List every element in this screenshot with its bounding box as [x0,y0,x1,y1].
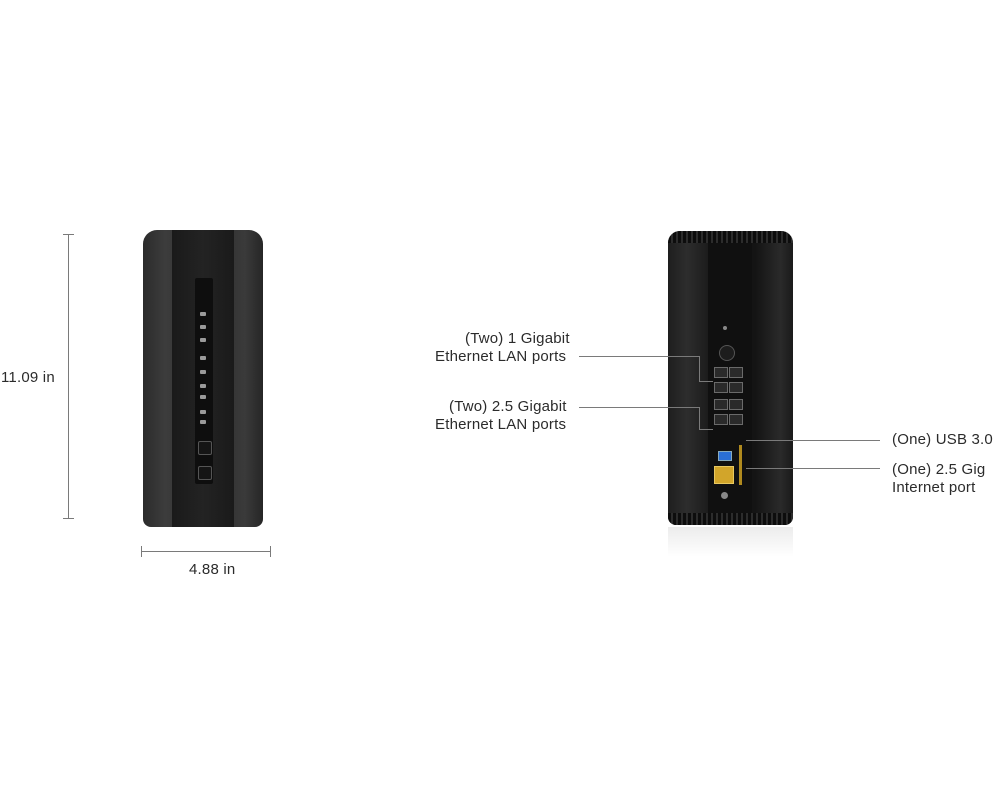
status-led-7 [200,395,206,399]
callout-usb-leader [746,440,880,441]
callout-lan-1g-bracket [699,356,700,381]
status-led-1 [200,312,206,316]
lan-port-25g-3 [714,414,728,425]
bottom-vent [668,513,793,525]
power-jack-icon [721,492,728,499]
status-led-9 [200,420,206,424]
lan-port-1g-3 [714,382,728,393]
lan-port-1g-1 [714,367,728,378]
callout-wan-line1: (One) 2.5 Gig [892,461,986,478]
router-front-display [195,278,213,484]
width-dimension-cap-right [270,546,271,557]
status-led-6 [200,384,206,388]
lan-port-1g-4 [729,382,743,393]
callout-usb-text: (One) USB 3.0 [892,431,993,448]
status-led-4 [200,356,206,360]
callout-lan-25g-leader [579,407,699,408]
callout-lan-1g-leader [579,356,699,357]
callout-lan-25g-tick [699,429,713,430]
width-dimension-cap-left [141,546,142,557]
width-dimension-label: 4.88 in [189,561,236,578]
lan-port-25g-1 [714,399,728,410]
reset-hole-icon [723,326,727,330]
callout-lan-1g-line1: (Two) 1 Gigabit [465,330,570,347]
height-dimension-cap-bottom [63,518,74,519]
callout-lan-25g-bracket [699,407,700,429]
router-reflection [668,527,793,557]
lan-port-25g-4 [729,414,743,425]
status-led-2 [200,325,206,329]
callout-lan-1g-tick [699,381,713,382]
callout-lan-25g-line2: Ethernet LAN ports [435,416,567,433]
wifi-button-icon [198,466,212,480]
height-dimension-line [68,234,69,519]
callout-lan-1g-line2: Ethernet LAN ports [435,348,567,365]
height-dimension-label: 11.09 in [1,369,55,386]
status-led-5 [200,370,206,374]
callout-wan-line2: Internet port [892,479,976,496]
width-dimension-line [141,551,270,552]
lan-port-1g-2 [729,367,743,378]
wan-port [714,466,734,484]
height-dimension-cap-top [63,234,74,235]
usb-port [718,451,732,461]
wan-label-strip [739,445,742,485]
wps-button-icon [198,441,212,455]
status-led-8 [200,410,206,414]
status-led-3 [200,338,206,342]
lan-port-25g-2 [729,399,743,410]
callout-lan-25g-line1: (Two) 2.5 Gigabit [449,398,567,415]
callout-wan-leader [746,468,880,469]
power-button-icon [719,345,735,361]
top-vent [668,231,793,243]
